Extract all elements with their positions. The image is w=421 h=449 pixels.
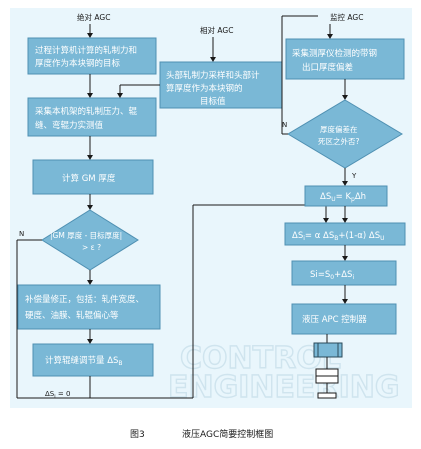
- servo-valve-icon: [313, 342, 343, 358]
- box-collect-actual-line2: 缝、弯辊力实测值: [35, 120, 104, 131]
- box-delta-su-formula: [304, 185, 388, 207]
- branch-label-n-right: N: [282, 121, 287, 129]
- box-compensation-line1: 补偿量修正，包括：轧件宽度、: [25, 294, 144, 305]
- header-absolute-agc: 绝对 AGC: [77, 12, 110, 22]
- decision-gm-line2: > ε ?: [82, 243, 101, 252]
- box-collect-actual-values: [27, 97, 157, 137]
- label-delta-si-zero: ΔSi = 0: [45, 390, 70, 400]
- branch-label-y: Y: [351, 172, 357, 180]
- box-process-computer-line2: 厚度作为本块钢的目标: [35, 58, 121, 69]
- box-si-formula: [291, 260, 397, 286]
- box-process-computer-line1: 过程计算机计算的轧制力和: [35, 45, 137, 56]
- box-collect-actual-line1: 采集本机架的轧制压力、辊: [35, 106, 138, 117]
- box-head-rolling-line1: 头部轧制力采样和头部计: [166, 70, 260, 81]
- box-calc-gm-thickness: [32, 159, 154, 195]
- box-head-rolling-target: [159, 61, 283, 109]
- box-process-computer-target: [27, 37, 157, 75]
- branch-label-n-left: N: [19, 230, 24, 238]
- box-head-rolling-line2: 算厚度作为本块钢的: [166, 83, 243, 94]
- watermark-line2: ENGINEERING: [168, 370, 399, 405]
- hydraulic-cylinder-icon: [315, 368, 339, 384]
- decision-gm-line1: |GM 厚度 - 目标厚度|: [50, 230, 122, 240]
- box-collect-gauge-deviation: [285, 38, 405, 80]
- caption-title: 液压AGC简要控制框图: [182, 428, 273, 440]
- box-delta-su-label: ΔSU= KpΔh: [320, 192, 366, 203]
- caption-figure-number: 图3: [130, 429, 145, 440]
- box-delta-si-label: ΔSi= α ΔSB+(1-α) ΔSU: [292, 231, 385, 242]
- box-apc-label: 液压 APC 控制器: [302, 314, 367, 325]
- header-relative-agc: 相对 AGC: [200, 25, 233, 35]
- box-calc-gm-label: 计算 GM 厚度: [62, 173, 116, 184]
- header-monitor-agc: 监控 AGC: [330, 12, 363, 22]
- box-hydraulic-apc-controller: [291, 303, 397, 335]
- decision-deadzone-line1: 厚度偏差在: [320, 124, 358, 134]
- box-si-label: Si=S0+ΔSi: [310, 270, 354, 281]
- box-collect-gauge-line1: 采集测厚仪检测的带钢: [292, 48, 377, 59]
- box-compensation-line2: 硬度、油膜、轧辊偏心等: [25, 310, 119, 321]
- decision-deadzone-line2: 死区之外否?: [318, 136, 359, 146]
- box-compensation-correction: [17, 284, 161, 330]
- roll-icon: [317, 392, 337, 399]
- box-head-rolling-line3: 目标值: [200, 96, 226, 107]
- box-calc-roll-gap-adjust: [32, 343, 154, 377]
- box-roll-gap-label: 计算辊缝调节量 ΔSB: [45, 355, 123, 367]
- box-collect-gauge-line2: 出口厚度偏差: [302, 62, 353, 73]
